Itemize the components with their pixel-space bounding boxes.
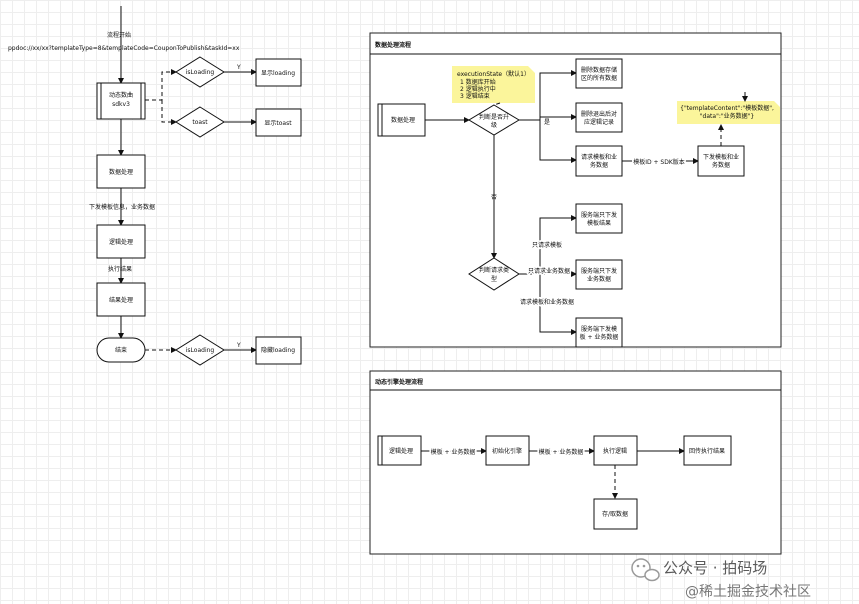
result-processing-label: 结果处理 — [109, 296, 133, 304]
type-decision-label-2: 型 — [491, 275, 497, 283]
sdk-to-toast-connector — [161, 100, 177, 125]
type-decision-label-1: 判断请求类 — [479, 266, 509, 274]
bp-template-data-label-1: 模板 + 业务数据 — [431, 448, 476, 456]
note-line-1: 1 数据库开始 — [460, 78, 496, 86]
data-flow-panel: 数据处理流程 数据处理 executionState（默认1） 1 数据库开始 … — [369, 32, 782, 348]
note-line-2: 2 逻辑执行中 — [460, 85, 496, 93]
isloading-decision-label: isLoading — [186, 69, 215, 76]
note-line-3: 3 逻辑结束 — [460, 92, 490, 100]
upgrade-decision-label-2: 级 — [491, 121, 497, 129]
deliver-node[interactable]: 下发模板和业 务数据 — [697, 145, 745, 177]
url-label: ppdoc://xx/xx?templateType=8&templateCod… — [8, 45, 240, 52]
storage-label: 存/取数据 — [602, 510, 628, 518]
only-template-label: 只请求模板 — [532, 241, 562, 249]
hide-loading-label: 隐藏loading — [261, 346, 295, 354]
deliver-label-1: 下发模板和业 — [703, 153, 739, 161]
isloading-end-label: isLoading — [186, 347, 215, 354]
only-data-label: 只请求业务数据 — [528, 267, 570, 275]
end-label: 结束 — [115, 346, 127, 354]
show-toast-node[interactable]: 显示toast — [255, 108, 302, 137]
note-line-0: executionState（默认1） — [457, 70, 530, 78]
data-processing-node[interactable]: 数据处理 — [96, 154, 146, 189]
clear-storage-label-2: 区的所有数据 — [581, 74, 617, 82]
server-data-label-2: 业务数据 — [587, 275, 611, 283]
sdk-node-label-1: 动态数曲 — [109, 91, 133, 99]
return-result-label: 回传执行结果 — [689, 447, 725, 455]
logic-processing-node[interactable]: 逻辑处理 — [96, 224, 146, 259]
toast-decision-label: toast — [192, 119, 208, 126]
json-note-line-1: {"templateContent":"模板数据", — [680, 104, 774, 112]
engine-flow-title: 动态引擎处理流程 — [375, 378, 423, 386]
request-node[interactable]: 请求模板和业 务数据 — [575, 145, 623, 177]
no-label: 否 — [491, 194, 497, 201]
isloading-yes-label: Y — [236, 64, 241, 71]
isloading-end-decision[interactable]: isLoading — [175, 334, 225, 366]
show-loading-node[interactable]: 显示loading — [255, 58, 302, 87]
watermark-line-1: 公众号 · 拍码场 — [663, 559, 767, 577]
execution-state-note: executionState（默认1） 1 数据库开始 2 逻辑执行中 3 逻辑… — [452, 66, 535, 103]
start-label: 流程开始 — [107, 31, 131, 39]
return-result-node[interactable]: 回传执行结果 — [683, 435, 732, 466]
exec-result-label: 执行结果 — [108, 265, 132, 273]
tp-data-label: 数据处理 — [391, 116, 415, 124]
isloading-decision[interactable]: isLoading — [175, 56, 225, 88]
server-both-label-1: 服务端下发模 — [581, 325, 617, 333]
sdk-node-label-2: sdkv3 — [112, 101, 130, 108]
bp-template-data-label-2: 模板 + 业务数据 — [539, 448, 584, 456]
engine-flow-panel: 动态引擎处理流程 逻辑处理 模板 + 业务数据 初始化引擎 模板 + 业务数据 … — [369, 370, 782, 555]
clear-storage-label-1: 删除数据存储 — [581, 66, 617, 74]
server-template-label-2: 模板结果 — [587, 219, 611, 227]
server-template-label-1: 服务端只下发 — [581, 211, 617, 219]
left-flow: 流程开始 ppdoc://xx/xx?templateType=8&templa… — [8, 6, 302, 366]
execute-label: 执行逻辑 — [603, 447, 627, 455]
execute-node[interactable]: 执行逻辑 — [593, 435, 638, 466]
isloading-end-yes-label: Y — [236, 342, 241, 349]
watermark: 公众号 · 拍码场 @稀土掘金技术社区 — [631, 558, 811, 600]
server-both-node[interactable]: 服务端下发模 板 + 业务数据 — [575, 317, 623, 348]
show-toast-label: 显示toast — [264, 120, 292, 127]
init-engine-label: 初始化引擎 — [492, 447, 522, 455]
data-flow-title: 数据处理流程 — [375, 41, 411, 49]
logic-processing-label: 逻辑处理 — [109, 238, 133, 246]
server-data-node[interactable]: 服务端只下发 业务数据 — [575, 259, 623, 290]
bp-logic-label: 逻辑处理 — [389, 447, 413, 455]
template-and-data-label: 请求模板和业务数据 — [520, 298, 574, 306]
tp-data-node[interactable]: 数据处理 — [377, 103, 426, 137]
hide-loading-node[interactable]: 隐藏loading — [255, 336, 302, 365]
init-engine-node[interactable]: 初始化引擎 — [485, 435, 530, 466]
deliver-label: 下发模板信息，业务数据 — [89, 203, 155, 211]
bp-logic-node[interactable]: 逻辑处理 — [377, 435, 422, 466]
clear-storage-node[interactable]: 删除数据存储 区的所有数据 — [575, 58, 623, 89]
server-data-label-1: 服务端只下发 — [581, 267, 617, 275]
storage-node[interactable]: 存/取数据 — [593, 498, 638, 530]
watermark-line-2: @稀土掘金技术社区 — [685, 584, 811, 600]
sdk-node[interactable]: 动态数曲 sdkv3 — [96, 82, 146, 120]
request-label-1: 请求模板和业 — [581, 153, 617, 161]
toast-decision[interactable]: toast — [175, 106, 225, 138]
delete-record-node[interactable]: 删除退出后对 应逻辑记录 — [575, 102, 623, 133]
end-node[interactable]: 结束 — [96, 337, 146, 363]
upgrade-decision-label-1: 判断是否升 — [479, 113, 509, 121]
server-template-node[interactable]: 服务端只下发 模板结果 — [575, 203, 623, 234]
json-note-line-2: "data":"业务数据"} — [700, 112, 755, 120]
server-both-label-2: 板 + 业务数据 — [580, 333, 619, 341]
delete-record-label-1: 删除退出后对 — [581, 110, 617, 118]
type-decision[interactable]: 判断请求类 型 — [468, 257, 520, 291]
request-label-2: 务数据 — [590, 161, 608, 169]
wechat-icon — [631, 558, 660, 582]
yes-label: 是 — [544, 119, 550, 126]
sdk-to-isloading-connector — [145, 69, 177, 101]
delete-record-label-2: 应逻辑记录 — [584, 118, 614, 126]
template-sdk-label: 模板ID + SDK版本 — [633, 158, 685, 166]
json-note: {"templateContent":"模板数据", "data":"业务数据"… — [677, 101, 780, 124]
deliver-label-2: 务数据 — [712, 161, 730, 169]
data-processing-label: 数据处理 — [109, 168, 133, 176]
show-loading-label: 显示loading — [261, 70, 295, 77]
result-processing-node[interactable]: 结果处理 — [96, 282, 146, 317]
